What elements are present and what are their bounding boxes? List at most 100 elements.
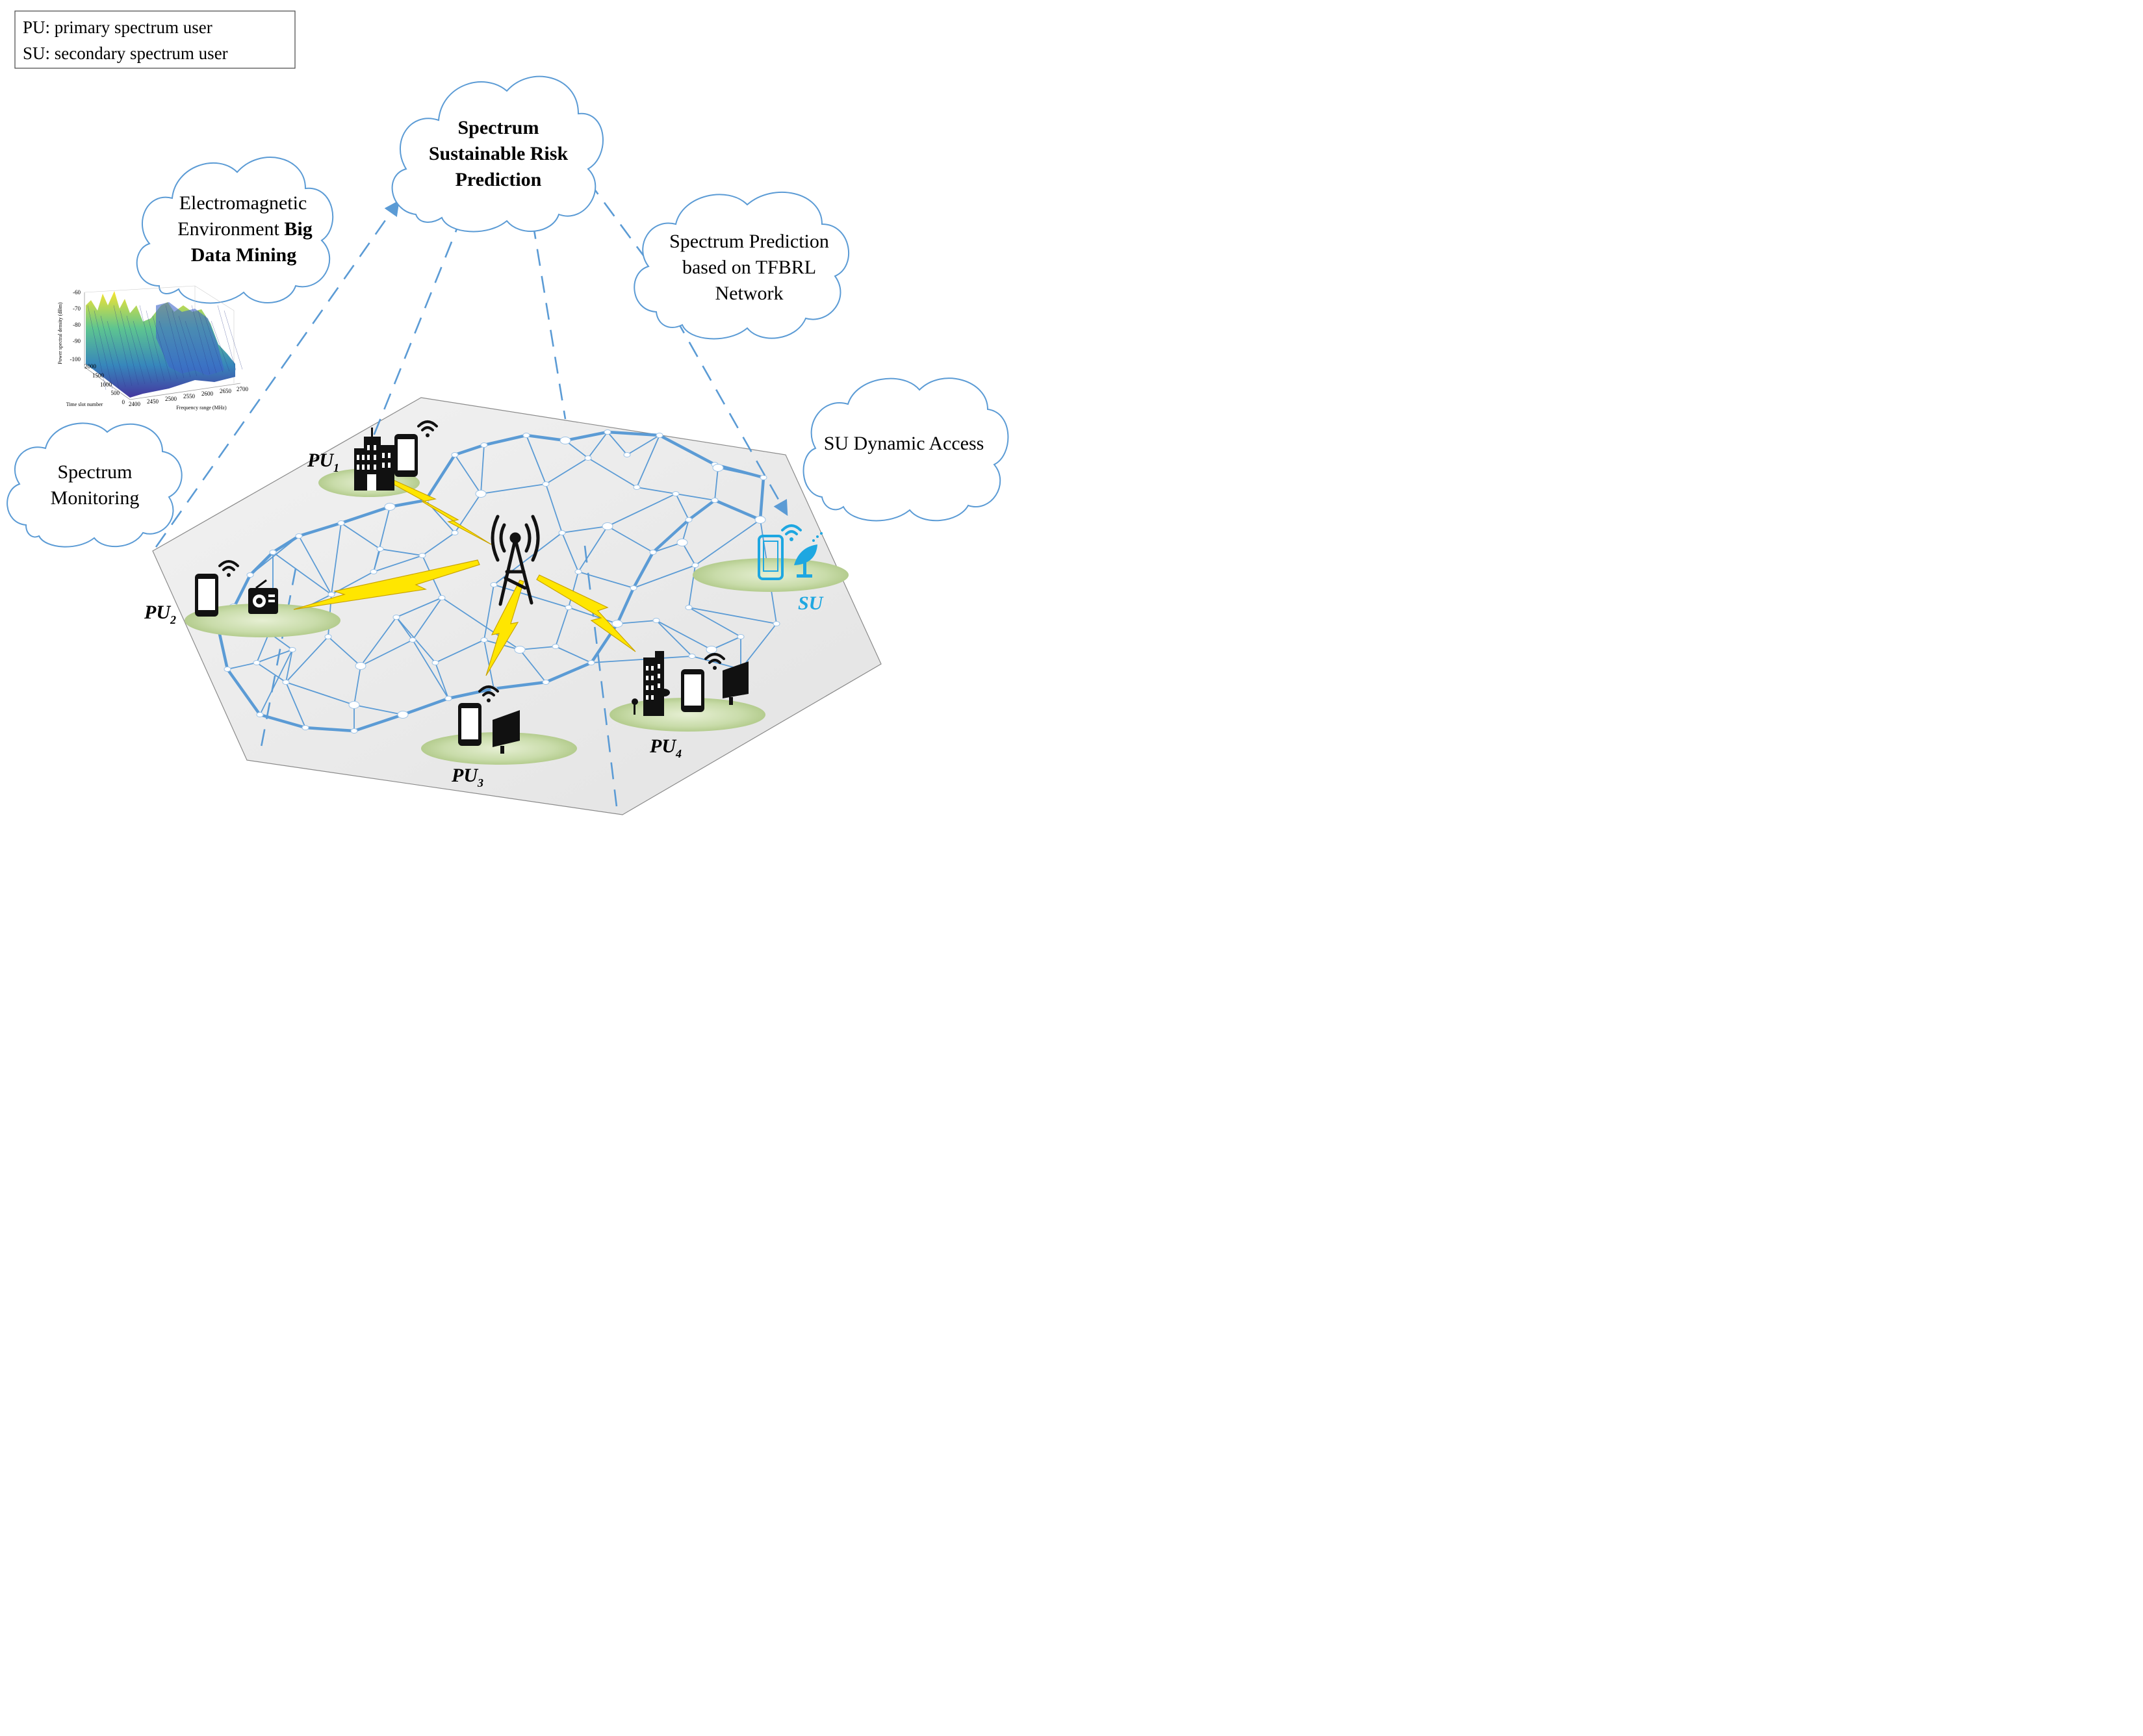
- cloud-bigdata-line2-bold: Big: [284, 218, 312, 240]
- network-edge: [656, 620, 712, 650]
- network-edge: [340, 522, 381, 550]
- network-edge: [396, 617, 413, 641]
- network-edge: [352, 713, 405, 733]
- network-edge: [327, 636, 361, 667]
- network-node: [522, 433, 530, 438]
- network-node: [514, 646, 526, 654]
- network-edge: [435, 639, 485, 663]
- network-node: [760, 475, 767, 480]
- network-node: [706, 646, 717, 654]
- label-pu4-base: PU: [649, 735, 676, 757]
- label-pu3: PU3: [451, 765, 483, 789]
- inset-surface-line: [113, 305, 133, 387]
- inset-surface-line: [198, 310, 217, 374]
- network-edge: [225, 667, 262, 717]
- network-edge: [353, 665, 361, 706]
- inset-surface-line: [172, 310, 191, 377]
- spectrum-diagram: PU: primary spectrum user SU: secondary …: [6, 10, 1009, 815]
- label-pu3-sub: 3: [477, 776, 483, 789]
- inset-xtick-5: 2600: [201, 390, 214, 397]
- network-node: [256, 712, 264, 717]
- network-edge: [695, 519, 761, 566]
- network-edge: [615, 586, 635, 626]
- network-node: [711, 498, 719, 503]
- legend-su: SU: secondary spectrum user: [23, 44, 228, 63]
- inset-surface-line: [165, 305, 185, 379]
- inset-ytick-1: 2000: [84, 363, 97, 370]
- tower-icon: [491, 515, 540, 606]
- lightning-pu1: [387, 476, 492, 545]
- network-edge: [454, 454, 481, 494]
- cloud-monitoring-line2: Monitoring: [51, 487, 140, 509]
- network-edge: [492, 680, 548, 691]
- network-edge: [373, 506, 391, 572]
- label-pu4: PU4: [649, 735, 682, 760]
- network-edge: [435, 662, 449, 699]
- network-edge: [555, 646, 592, 663]
- network-edge: [401, 696, 450, 717]
- inset-xtick-7: 2700: [237, 386, 249, 392]
- network-edge: [353, 704, 404, 715]
- inset-surface-line: [152, 315, 172, 381]
- network-edge: [565, 440, 589, 459]
- network-node: [376, 546, 384, 552]
- network-edge: [675, 493, 689, 520]
- network-node: [438, 595, 446, 600]
- inset-ytick-2: 1500: [92, 372, 105, 379]
- cloud-tfbrl-line1: Spectrum Prediction: [669, 231, 829, 252]
- network-edge: [303, 726, 356, 733]
- inset-ytick-5: 0: [122, 399, 125, 405]
- network-node: [451, 530, 459, 535]
- network-edge: [636, 435, 660, 488]
- network-edge: [285, 649, 293, 683]
- lightning-pu4: [536, 574, 636, 652]
- network-node: [246, 572, 254, 578]
- network-node: [480, 637, 488, 643]
- network-edge: [373, 555, 423, 572]
- label-pu2-sub: 2: [170, 613, 176, 626]
- network-edge: [626, 435, 660, 455]
- network-node: [652, 618, 660, 623]
- network-edge: [606, 430, 661, 437]
- network-edge: [519, 646, 556, 650]
- cloud-risk-line1: Spectrum: [458, 117, 539, 138]
- network-node: [649, 550, 657, 555]
- network-edge: [636, 487, 676, 494]
- label-pu2: PU2: [144, 602, 176, 626]
- network-node: [451, 452, 459, 457]
- network-edge: [524, 433, 567, 442]
- network-edge: [587, 431, 608, 459]
- network-edge: [256, 662, 287, 683]
- network-edge: [607, 431, 628, 455]
- network-edge: [555, 607, 569, 647]
- network-edge: [682, 542, 696, 566]
- network-node: [475, 490, 487, 498]
- network-node: [623, 452, 631, 457]
- network-edge: [285, 636, 329, 683]
- network-edge: [675, 493, 715, 501]
- label-pu1-base: PU: [307, 450, 334, 471]
- network-node: [337, 520, 345, 526]
- cloud-risk-line2: Sustainable Risk: [429, 143, 569, 164]
- network-node: [355, 662, 366, 670]
- network-node: [302, 725, 309, 730]
- cloud-tfbrl-line3: Network: [715, 283, 784, 304]
- network-node: [269, 550, 277, 555]
- network-node: [584, 455, 592, 461]
- inset-surface-line: [87, 305, 107, 390]
- cloud-tfbrl-line2: based on TFBRL: [682, 257, 816, 278]
- cloud-risk-line3: Prediction: [456, 169, 542, 190]
- label-pu4-sub: 4: [675, 747, 682, 760]
- network-node: [418, 553, 426, 558]
- su-phone-icon: [758, 535, 784, 580]
- inset-ztick-4: -90: [73, 338, 81, 344]
- network-node: [604, 429, 611, 435]
- network-edge: [250, 535, 300, 576]
- inset-ytick-3: 1000: [100, 381, 112, 388]
- network-node: [676, 539, 688, 546]
- radio-icon: [248, 579, 278, 614]
- network-edge: [633, 565, 696, 589]
- inset-surface-line: [191, 305, 211, 375]
- cloud-monitoring-line1: Spectrum: [58, 461, 133, 483]
- inset-surface-line: [100, 315, 120, 389]
